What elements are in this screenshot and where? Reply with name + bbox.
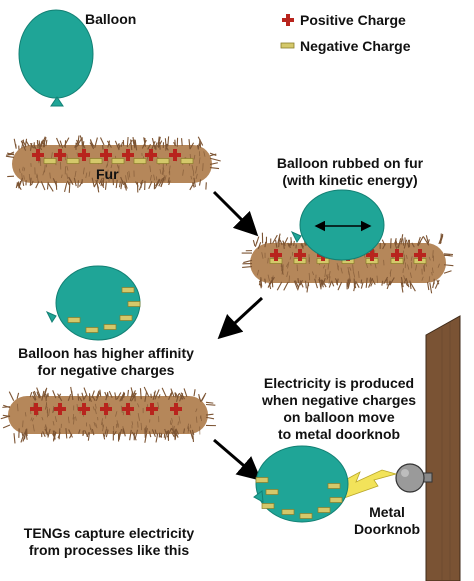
- legend-negative-label: Negative Charge: [300, 38, 411, 54]
- positive-charge: [170, 403, 182, 415]
- electricity-caption: Electricity is produced when negative ch…: [261, 375, 417, 442]
- balloon-knot: [45, 310, 57, 323]
- balloon-negative: [45, 265, 141, 341]
- balloon-discharging: [253, 445, 349, 523]
- arrow-to-rubbing: [212, 190, 259, 237]
- negative-charge: [89, 158, 103, 164]
- positive-charge: [391, 249, 403, 261]
- rubbed-caption: Balloon rubbed on fur (with kinetic ener…: [276, 155, 424, 188]
- balloon-rubbing: [290, 189, 385, 261]
- negative-charge: [111, 158, 125, 164]
- doorknob: [395, 463, 433, 493]
- balloon-label: Balloon: [85, 11, 137, 27]
- negative-charge: [156, 158, 170, 164]
- spark: [333, 469, 398, 499]
- balloon-knot: [50, 96, 64, 107]
- positive-charge: [122, 149, 134, 161]
- positive-charge: [78, 149, 90, 161]
- negative-charge: [317, 507, 331, 513]
- positive-charge: [294, 249, 306, 261]
- balloon-knot: [290, 230, 302, 243]
- tengs-caption: TENGs capture electricity from processes…: [23, 525, 195, 558]
- legend: [280, 14, 295, 49]
- positive-charge: [30, 403, 42, 415]
- positive-charge: [32, 149, 44, 161]
- positive-charge: [54, 403, 66, 415]
- door: [425, 315, 461, 581]
- positive-charge: [122, 403, 134, 415]
- positive-charge: [100, 149, 112, 161]
- balloon-knot: [253, 490, 264, 503]
- negative-charge: [85, 327, 99, 333]
- negative-charge: [180, 158, 194, 164]
- legend-positive-label: Positive Charge: [300, 12, 406, 28]
- positive-charge: [270, 249, 282, 261]
- positive-charge: [100, 403, 112, 415]
- fur-hair: [0, 386, 216, 444]
- positive-charge: [146, 403, 158, 415]
- fur-positive: [0, 386, 216, 444]
- fur-hair: [5, 135, 221, 193]
- negative-charge: [327, 483, 341, 489]
- negative-charge: [66, 158, 80, 164]
- positive-charge: [54, 149, 66, 161]
- negative-charge: [281, 509, 295, 515]
- legend-positive-symbol: [282, 14, 294, 26]
- negative-charge: [265, 489, 279, 495]
- negative-charge: [329, 497, 343, 503]
- negative-charge: [133, 158, 147, 164]
- negative-charge: [67, 317, 81, 323]
- negative-charge: [121, 287, 135, 293]
- positive-charge: [169, 149, 181, 161]
- negative-charge: [43, 158, 57, 164]
- fur-rubbing: [241, 232, 454, 294]
- affinity-caption: Balloon has higher affinity for negative…: [18, 345, 194, 378]
- fur-label: Fur: [96, 166, 119, 182]
- positive-charge: [78, 403, 90, 415]
- negative-charge: [299, 513, 313, 519]
- fur-charged: [5, 135, 221, 193]
- balloon-body: [255, 445, 349, 523]
- negative-charge: [119, 315, 133, 321]
- negative-charge: [255, 477, 269, 483]
- balloon-body: [299, 189, 385, 261]
- negative-charge: [103, 324, 117, 330]
- arrow-to-affinity: [217, 296, 264, 340]
- door-panel: [425, 315, 461, 581]
- positive-charge: [366, 249, 378, 261]
- positive-charge: [145, 149, 157, 161]
- doorknob-ball: [395, 463, 425, 493]
- negative-charge: [127, 301, 141, 307]
- balloon-plain: [18, 9, 94, 107]
- legend-negative-symbol: [280, 42, 295, 49]
- positive-charge: [414, 249, 426, 261]
- doorknob-label: Metal Doorknob: [353, 504, 421, 537]
- negative-charge: [261, 503, 275, 509]
- arrow-to-discharge: [213, 438, 262, 481]
- balloon-body: [18, 9, 94, 99]
